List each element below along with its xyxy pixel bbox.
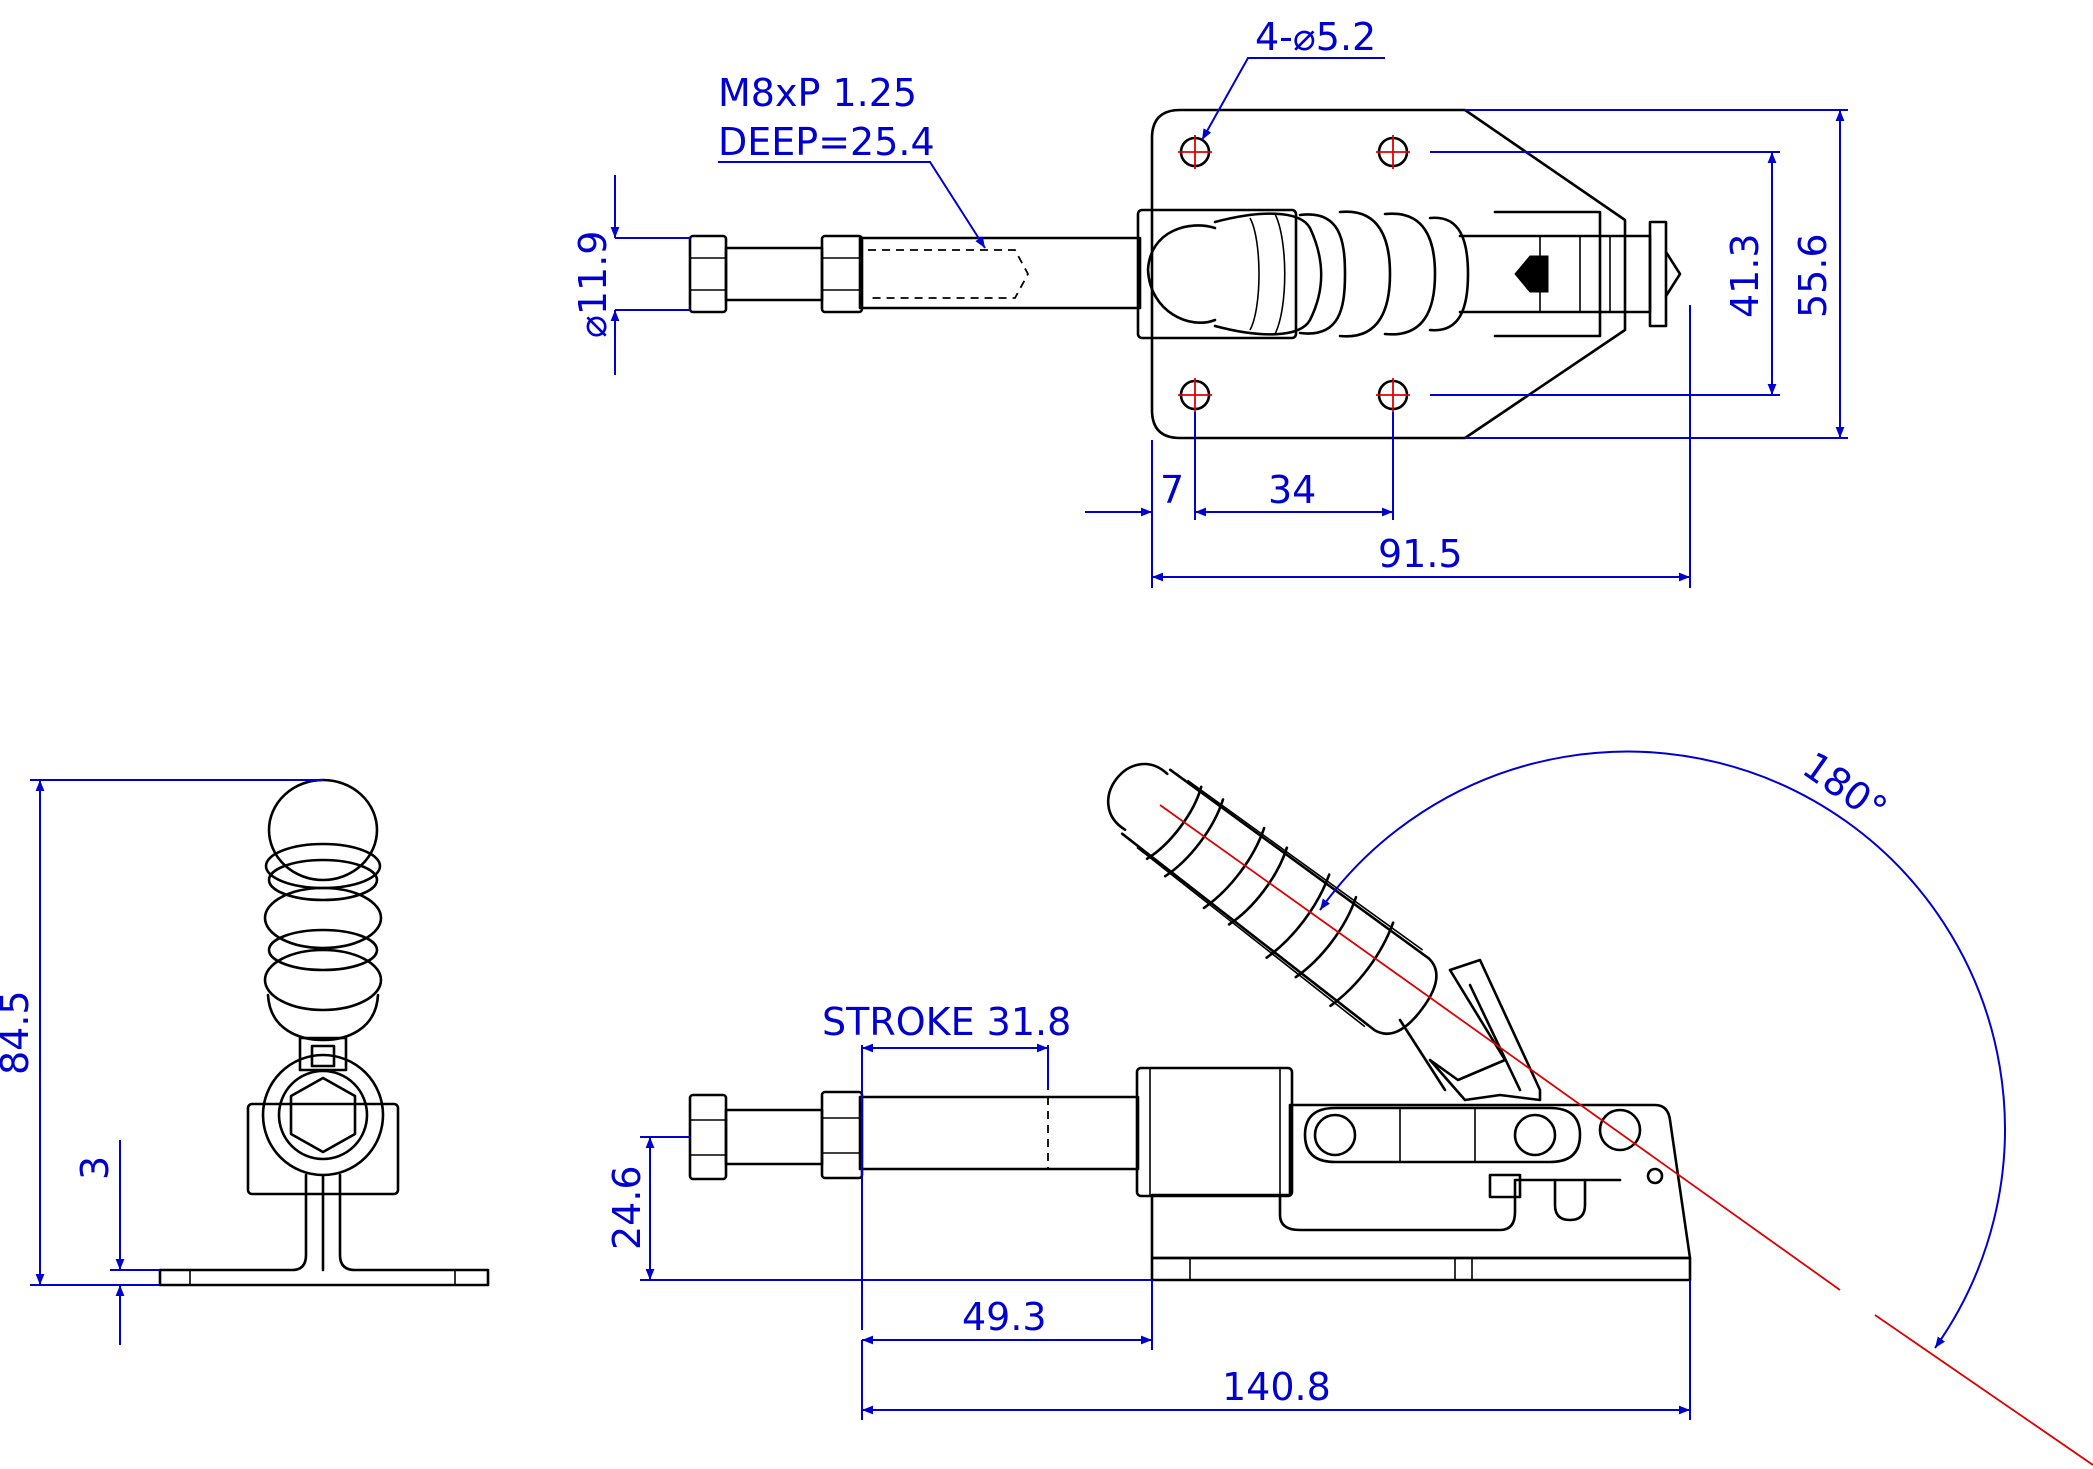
pivot-1: [1313, 1113, 1357, 1157]
dim-84-5-label: 84.5: [0, 990, 37, 1075]
thread-hidden-line: [868, 249, 1030, 299]
linkage-top: [1458, 210, 1682, 338]
hole-callout-label: 4-⌀5.2: [1255, 15, 1376, 59]
hex-nut-2-front: [820, 1090, 864, 1180]
plunger-housing-front: [1135, 1066, 1294, 1198]
hex-nut-1-front: [688, 1093, 728, 1181]
handle-grip-front: [1106, 762, 1438, 1036]
base-plate-front: [1150, 1256, 1692, 1282]
angle-label: 180°: [1795, 743, 1895, 832]
handle-knob-top: [1146, 224, 1217, 324]
handle-grip-top: [1213, 210, 1470, 338]
side-view: [158, 778, 490, 1287]
side-plunger-circle: [261, 1053, 385, 1177]
handle-arm-front: [1428, 958, 1542, 1102]
top-view-dimensions: 4-⌀5.2 M8xP 1.25 DEEP=25.4 ⌀11.9 7 34 91…: [571, 15, 1848, 588]
hex-nut-1-top: [688, 234, 728, 314]
plunger-diameter-label: ⌀11.9: [571, 231, 615, 339]
dim-49-3-label: 49.3: [962, 1295, 1047, 1339]
dim-55-6-label: 55.6: [1791, 233, 1835, 318]
front-view: [688, 762, 2093, 1466]
base-plate-top: [1150, 108, 1627, 440]
plunger-rod-top: [858, 236, 1142, 310]
body-bracket-front: [1150, 1103, 1692, 1260]
dim-3-label: 3: [73, 1156, 117, 1180]
plunger-housing-top: [1136, 208, 1298, 340]
front-view-dimensions: STROKE 31.8 24.6 49.3 140.8 180°: [605, 743, 2006, 1420]
angle-arc: [1319, 750, 2006, 1349]
stroke-label: STROKE 31.8: [822, 1000, 1071, 1044]
dim-140-8-label: 140.8: [1222, 1365, 1331, 1409]
mounting-holes: [1178, 135, 1410, 412]
thread-spec-label: M8xP 1.25: [718, 71, 917, 115]
side-view-dimensions: 84.5 3: [0, 779, 323, 1345]
dim-91-5-label: 91.5: [1378, 532, 1463, 576]
plunger-rod-front: [858, 1095, 1140, 1171]
top-view: [688, 108, 1682, 440]
pivot-2: [1513, 1113, 1557, 1157]
dim-41-3-label: 41.3: [1723, 233, 1767, 318]
dim-24-6-label: 24.6: [605, 1165, 649, 1250]
hex-nut-2-top: [820, 234, 864, 314]
dim-34-label: 34: [1268, 468, 1316, 512]
dim-7-label: 7: [1160, 468, 1184, 512]
thread-depth-label: DEEP=25.4: [718, 120, 935, 164]
